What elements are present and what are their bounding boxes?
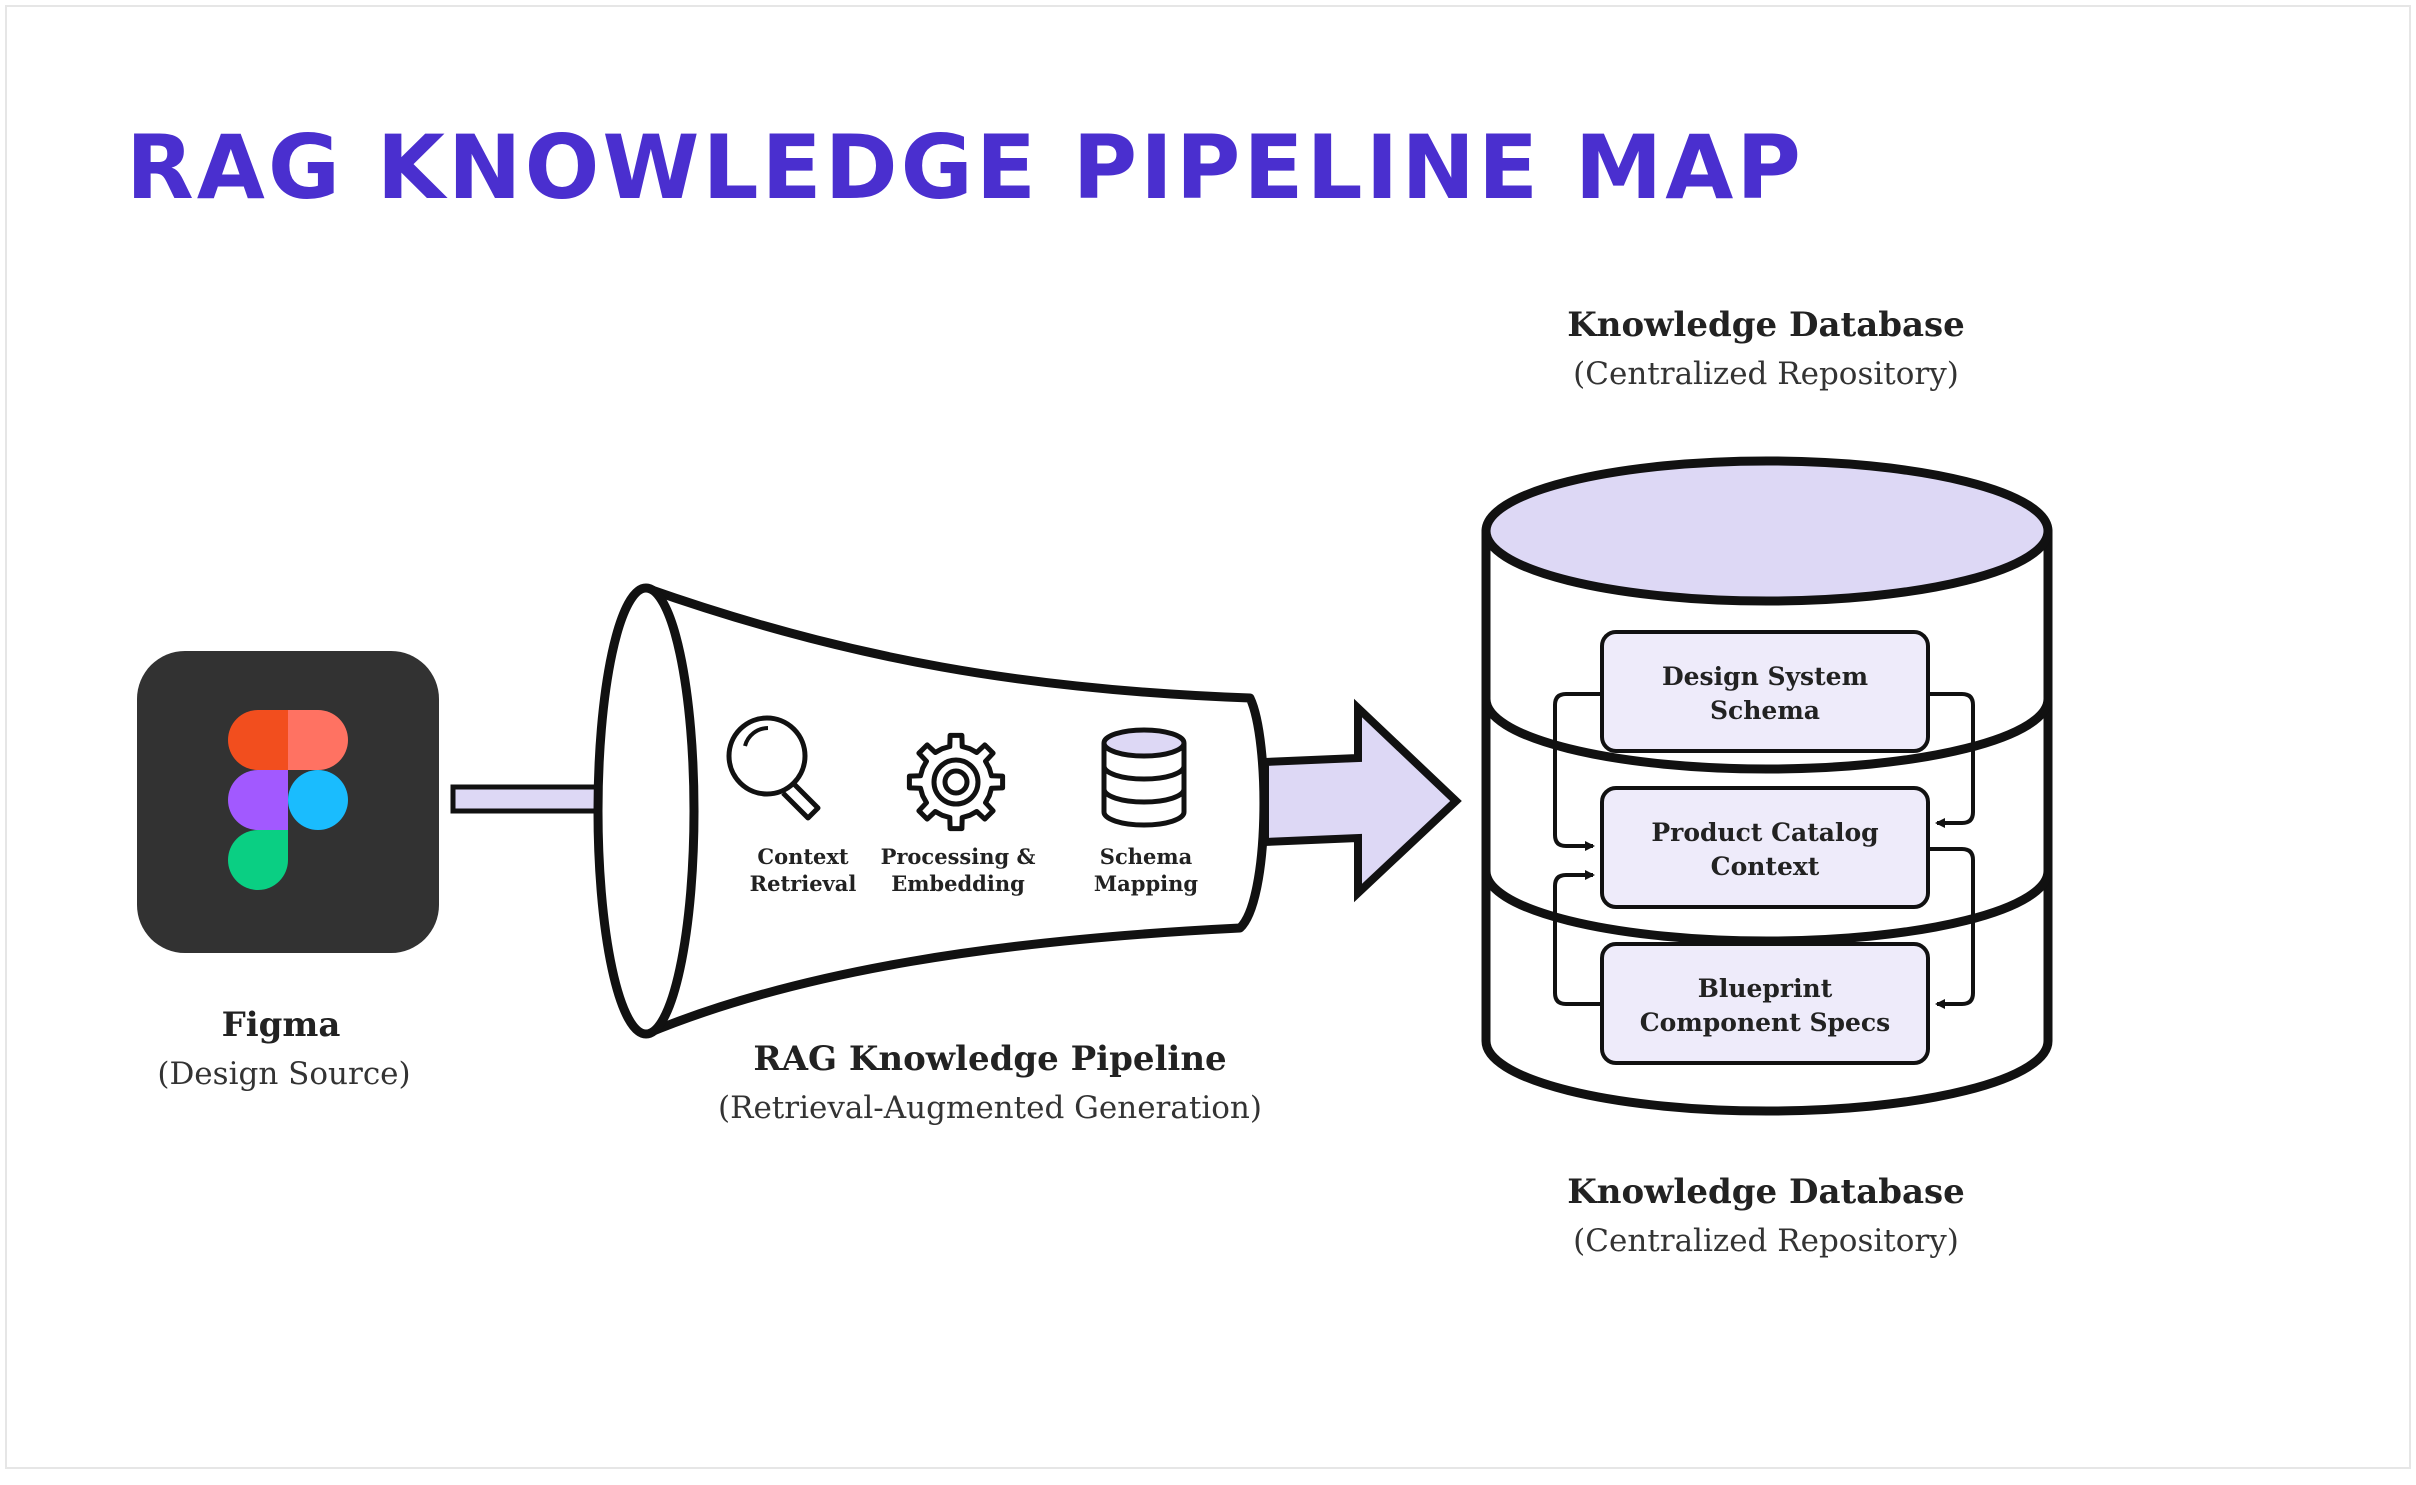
connector-design-to-catalog: [1928, 692, 1975, 828]
stage-processing-line2: Embedding: [891, 871, 1025, 896]
connector-blueprint-back-to-catalog: [1553, 870, 1602, 1006]
box-catalog-line1: Product Catalog: [1651, 818, 1878, 847]
stage-context-retrieval-line1: Context: [757, 844, 849, 869]
box-design-line2: Schema: [1710, 696, 1820, 725]
connector-design-back-to-catalog: [1553, 692, 1602, 851]
gear-icon: [906, 732, 1006, 832]
box-design-line1: Design System: [1662, 662, 1868, 691]
figma-sublabel: (Design Source): [157, 1056, 410, 1092]
database-label-bottom: Knowledge Database: [1567, 1172, 1965, 1212]
database-connectors: [1553, 692, 1975, 1009]
pipeline-sublabel: (Retrieval-Augmented Generation): [718, 1090, 1262, 1126]
figma-node: Figma (Design Source): [137, 651, 439, 1092]
figma-logo-icon: [228, 710, 348, 890]
figma-label: Figma: [222, 1005, 341, 1045]
connector-catalog-to-blueprint: [1928, 847, 1975, 1009]
pipeline-to-database-arrow: [1261, 698, 1462, 903]
box-catalog-line2: Context: [1711, 852, 1820, 881]
box-design-system-schema: [1600, 630, 1930, 753]
stage-schema-line2: Mapping: [1094, 871, 1198, 896]
magnifier-icon: [726, 715, 821, 821]
funnel-mouth: [593, 583, 699, 1039]
box-blueprint-line2: Component Specs: [1640, 1008, 1890, 1037]
pipeline-node: Context Retrieval Processing & Embedding…: [593, 583, 1269, 1126]
stage-schema-line1: Schema: [1100, 844, 1193, 869]
database-sublabel-top: (Centralized Repository): [1573, 356, 1959, 392]
pipeline-label: RAG Knowledge Pipeline: [753, 1039, 1226, 1079]
database-label-top: Knowledge Database: [1567, 305, 1965, 345]
box-product-catalog-context: [1600, 786, 1930, 909]
database-node: Knowledge Database (Centralized Reposito…: [1481, 305, 2053, 1259]
page-title: RAG KNOWLEDGE PIPELINE MAP: [126, 116, 1804, 219]
box-blueprint-line1: Blueprint: [1698, 974, 1833, 1003]
database-icon: [1101, 727, 1187, 828]
stage-context-retrieval-line2: Retrieval: [750, 871, 857, 896]
stage-processing-line1: Processing &: [881, 844, 1036, 869]
database-sublabel-bottom: (Centralized Repository): [1573, 1223, 1959, 1259]
box-blueprint-component-specs: [1600, 942, 1930, 1065]
